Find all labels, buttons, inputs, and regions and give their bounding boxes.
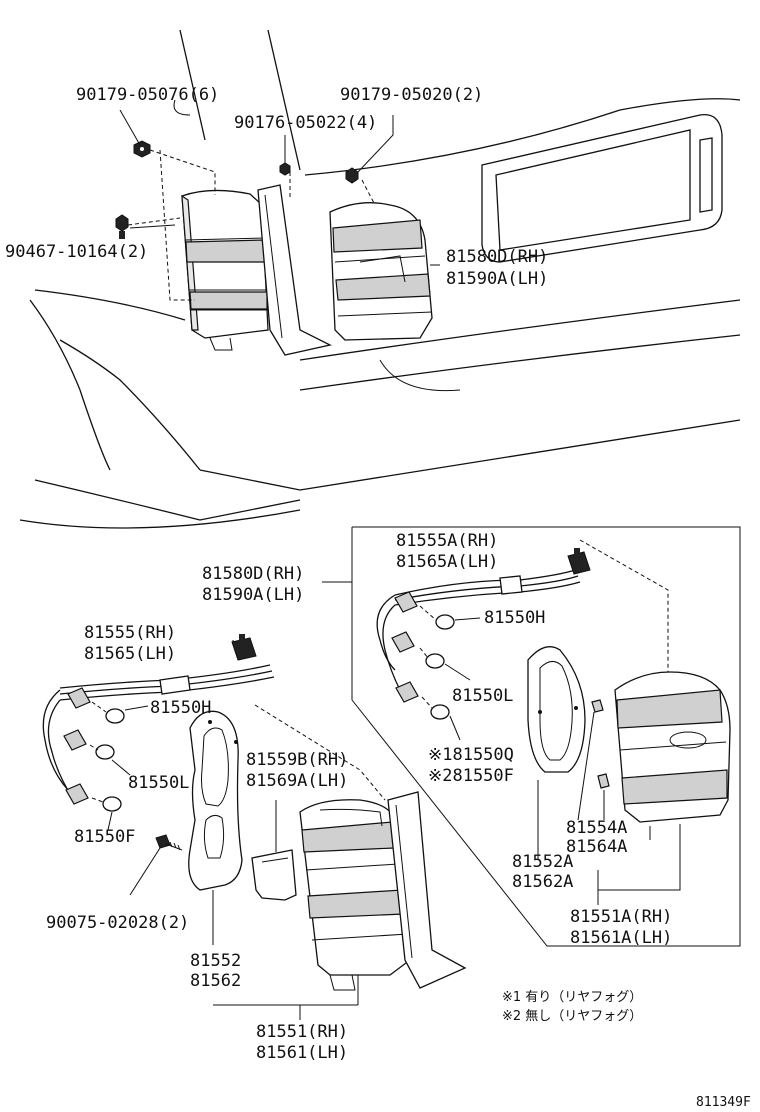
- main-gasket: [188, 710, 243, 945]
- inset-wire-harness: [376, 548, 591, 741]
- label-lamp-top-rh[interactable]: 81580D(RH): [446, 247, 548, 267]
- label-nut-90176-05022[interactable]: 90176-05022(4): [234, 113, 377, 133]
- label-bracket-inset-1[interactable]: 81554A: [566, 818, 627, 838]
- label-gasket-inset-2[interactable]: 81562A: [512, 872, 573, 892]
- main-lamp-assembly: [213, 791, 467, 1020]
- inset-gasket: [527, 646, 586, 850]
- label-screw-90075[interactable]: 90075-02028(2): [46, 913, 189, 933]
- label-wire-main-rh[interactable]: 81555(RH): [84, 623, 176, 643]
- label-bolt-90179-05076[interactable]: 90179-05076(6): [76, 85, 219, 105]
- catalog-reference: 811349F: [696, 1095, 751, 1110]
- label-lens-main-lh[interactable]: 81561(LH): [256, 1043, 348, 1063]
- label-gasket-main-1[interactable]: 81552: [190, 951, 241, 971]
- label-gasket-main-2[interactable]: 81562: [190, 971, 241, 991]
- inset-panel: [322, 526, 741, 947]
- main-leader-lines: [232, 640, 386, 801]
- main-screw: [129, 834, 183, 896]
- label-wire-main-lh[interactable]: 81565(LH): [84, 644, 176, 664]
- label-bulb-main-f[interactable]: 81550F: [74, 827, 135, 847]
- label-bulb-main-h[interactable]: 81550H: [150, 698, 211, 718]
- note-rear-fog-with: ※1 有り（リヤフォグ）: [502, 990, 642, 1005]
- top-leader-lines: [119, 99, 440, 301]
- inset-lamp-lens: [579, 539, 731, 891]
- top-lamp-left: [181, 184, 332, 356]
- part-labels: 90179-05076(6) 90176-05022(4) 90179-0502…: [5, 85, 751, 1110]
- label-cover-lh[interactable]: 81569A(LH): [246, 771, 348, 791]
- label-lens-main-rh[interactable]: 81551(RH): [256, 1022, 348, 1042]
- label-bracket-inset-2[interactable]: 81564A: [566, 837, 627, 857]
- label-bulb-inset-h[interactable]: 81550H: [484, 608, 545, 628]
- inset-clips: [577, 699, 610, 821]
- label-cover-rh[interactable]: 81559B(RH): [246, 750, 348, 770]
- vehicle-rear-body: [19, 29, 741, 529]
- label-lamp-mid-lh[interactable]: 81590A(LH): [202, 585, 304, 605]
- label-bolt-90179-05020[interactable]: 90179-05020(2): [340, 85, 483, 105]
- top-lamp-right: [329, 202, 433, 341]
- label-bulb-inset-l[interactable]: 81550L: [452, 686, 513, 706]
- main-cover-bracket: [251, 800, 297, 901]
- label-bulb-inset-f[interactable]: ※281550F: [428, 766, 514, 786]
- label-bulb-inset-q[interactable]: ※181550Q: [428, 745, 514, 765]
- note-rear-fog-without: ※2 無し（リヤフォグ）: [502, 1009, 642, 1024]
- label-wire-inset-lh[interactable]: 81565A(LH): [396, 552, 498, 572]
- label-gasket-inset-1[interactable]: 81552A: [512, 852, 573, 872]
- label-bulb-main-l[interactable]: 81550L: [128, 773, 189, 793]
- label-lens-inset-rh[interactable]: 81551A(RH): [570, 907, 672, 927]
- label-clip-90467-10164[interactable]: 90467-10164(2): [5, 242, 148, 262]
- main-wire-harness: [42, 634, 275, 831]
- label-lamp-mid-rh[interactable]: 81580D(RH): [202, 564, 304, 584]
- top-fasteners: [115, 140, 359, 239]
- inset-leader-lines: [537, 850, 599, 905]
- label-lamp-top-lh[interactable]: 81590A(LH): [446, 269, 548, 289]
- label-wire-inset-rh[interactable]: 81555A(RH): [396, 531, 498, 551]
- label-lens-inset-lh[interactable]: 81561A(LH): [570, 928, 672, 948]
